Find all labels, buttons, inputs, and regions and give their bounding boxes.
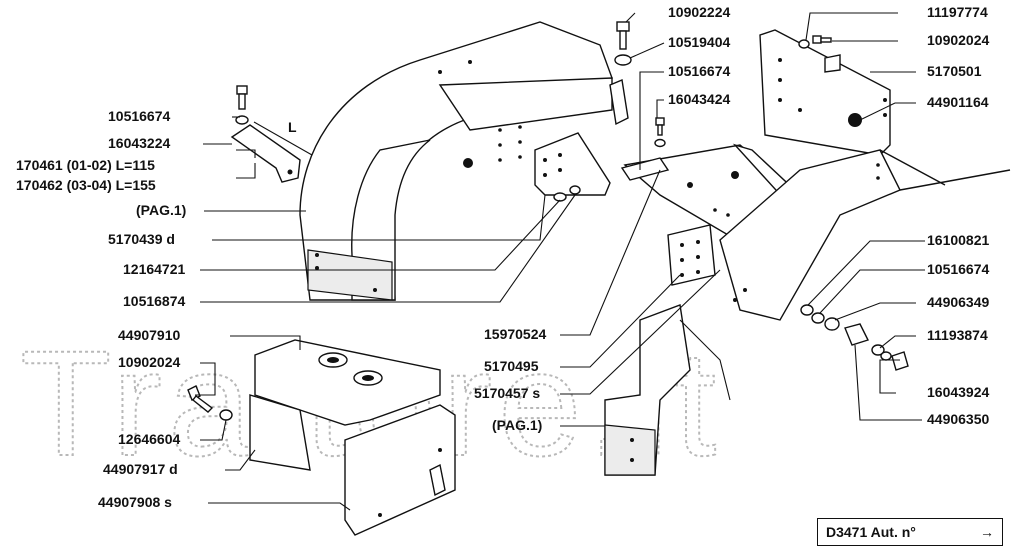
- label-44907908: 44907908 s: [98, 494, 172, 510]
- frame-right: [719, 149, 1011, 321]
- arrow-right-icon[interactable]: →: [980, 524, 994, 540]
- mounting-plate: [534, 132, 611, 202]
- label-5170439: 5170439 d: [108, 231, 175, 247]
- label-10516674-c: 10516674: [927, 261, 990, 277]
- bolt-left: [235, 85, 249, 125]
- label-12646604: 12646604: [118, 431, 181, 447]
- label-170461: 170461 (01-02) L=115: [16, 157, 155, 173]
- label-16043924: 16043924: [927, 384, 990, 400]
- bolt-bottom-left: [187, 385, 233, 421]
- label-16043224: 16043224: [108, 135, 171, 151]
- label-pag1-a: (PAG.1): [136, 202, 186, 218]
- plate-5170495: [667, 224, 716, 286]
- label-10519404: 10519404: [668, 34, 731, 50]
- label-170462: 170462 (03-04) L=155: [16, 177, 156, 193]
- label-16100821: 16100821: [927, 232, 990, 248]
- dimension-L: L: [288, 119, 297, 135]
- tank-bracket: [249, 339, 456, 536]
- label-10516674-b: 10516674: [668, 63, 731, 79]
- spacer-stack: [800, 304, 909, 371]
- label-44907917: 44907917 d: [103, 461, 178, 477]
- label-11193874: 11193874: [927, 327, 988, 343]
- drawing-code: D3471 Aut. n°: [826, 524, 916, 540]
- label-44906350: 44906350: [927, 411, 990, 427]
- label-44901164: 44901164: [927, 94, 989, 110]
- label-10516674-a: 10516674: [108, 108, 171, 124]
- label-5170457: 5170457 s: [474, 385, 540, 401]
- label-10902024-b: 10902024: [118, 354, 181, 370]
- label-15970524: 15970524: [484, 326, 547, 342]
- drawing-code-box: D3471 Aut. n° →: [817, 518, 1003, 546]
- label-11197774: 11197774: [927, 4, 988, 20]
- label-5170501: 5170501: [927, 63, 982, 79]
- fender-left: [299, 21, 613, 301]
- label-10902224: 10902224: [668, 4, 731, 20]
- bracket-170461: L: [230, 119, 313, 183]
- bolt-top-center: [609, 21, 666, 148]
- leader-lines: [195, 12, 925, 511]
- label-44907910: 44907910: [118, 327, 181, 343]
- label-10516874: 10516874: [123, 293, 186, 309]
- label-pag1-b: (PAG.1): [492, 417, 542, 433]
- label-5170495: 5170495: [484, 358, 539, 374]
- label-44906349: 44906349: [927, 294, 990, 310]
- label-12164721: 12164721: [123, 261, 186, 277]
- panel-5170457: [604, 304, 731, 476]
- part-labels: 10516674 16043224 170461 (01-02) L=115 1…: [16, 4, 990, 510]
- label-10902024-a: 10902024: [927, 32, 990, 48]
- plate-5170501: [759, 29, 891, 156]
- label-16043424: 16043424: [668, 91, 731, 107]
